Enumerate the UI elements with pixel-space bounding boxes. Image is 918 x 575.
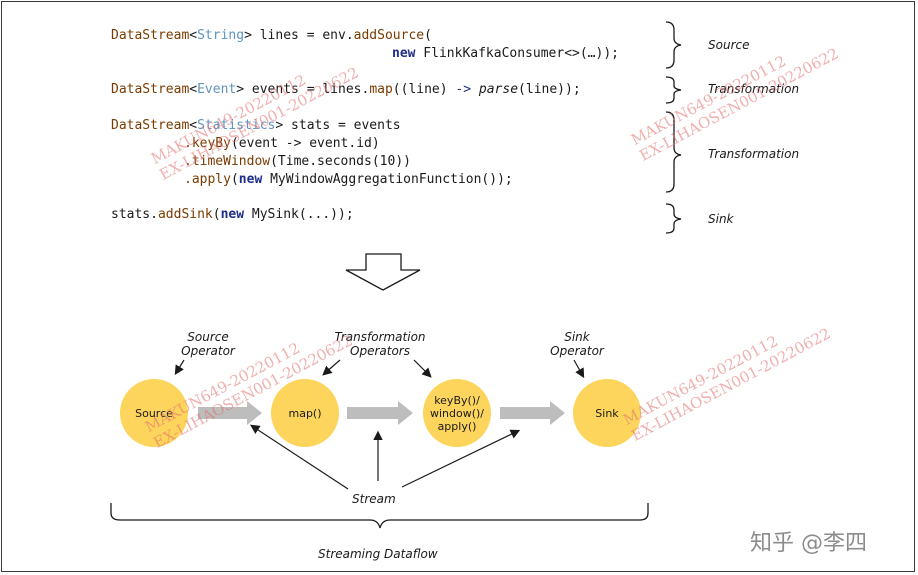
code-method: .keyBy — [184, 136, 231, 151]
code-method: addSource — [353, 28, 425, 43]
pointer-transformation-left — [322, 359, 341, 376]
brace-label-transformation-1: Transformation — [708, 82, 800, 96]
code-line-4: .keyBy(event -> event.id) — [184, 135, 380, 153]
brace-label-sink: Sink — [708, 212, 734, 226]
stream-arrow-right — [401, 429, 521, 488]
code-text: MySink(...)); — [244, 207, 354, 222]
code-method: .apply — [184, 172, 231, 187]
code-text: (event -> event.id) — [230, 136, 380, 151]
node-source: Source — [120, 379, 188, 447]
code-line-3: DataStream<Statistics> stats = events — [111, 118, 401, 133]
code-type: DataStream — [111, 118, 190, 133]
code-generic: String — [197, 28, 245, 43]
stream-arrow-left — [249, 424, 349, 490]
zhihu-credit: 知乎 @李四 — [750, 531, 867, 556]
code-line-1b: new FlinkKafkaConsumer<>(…)); — [392, 45, 619, 63]
label-source-operator: Source Operator — [181, 330, 235, 358]
node-map: map() — [271, 379, 339, 447]
pointer-sink — [573, 359, 585, 379]
code-text: (Time.seconds(10)) — [270, 154, 411, 169]
code-line-7: stats.addSink(new MySink(...)); — [111, 206, 354, 224]
code-text: ( — [212, 207, 221, 222]
code-text: (line)); — [518, 82, 581, 97]
brace-dataflow — [110, 503, 649, 529]
brace-source — [665, 21, 682, 69]
code-line-5: .timeWindow(Time.seconds(10)) — [184, 153, 411, 171]
brace-sink — [665, 203, 682, 234]
pointer-transformation-right — [413, 359, 432, 378]
code-text: FlinkKafkaConsumer<>(…)); — [415, 46, 619, 61]
code-text: MyWindowAggregationFunction()); — [262, 172, 513, 187]
label-sink-operator: Sink Operator — [550, 330, 604, 358]
code-text: ((line) — [392, 82, 456, 97]
code-generic: Statistics — [197, 118, 276, 133]
code-method: .timeWindow — [184, 154, 271, 169]
label-streaming-dataflow: Streaming Dataflow — [318, 547, 438, 561]
node-keyby-window-apply: keyBy()/ window()/ apply() — [423, 379, 491, 447]
code-method: map — [369, 82, 393, 97]
code-text: events = lines. — [244, 82, 370, 97]
hollow-down-arrow — [345, 253, 421, 291]
brace-transformation-2 — [665, 111, 682, 193]
code-text: ( — [424, 28, 432, 43]
code-italic: parse — [478, 82, 519, 97]
code-text: ( — [230, 172, 239, 187]
code-keyword: new — [220, 207, 245, 222]
code-text: stats = events — [283, 118, 401, 133]
pointer-source — [174, 359, 185, 376]
flow-arrow-1 — [198, 401, 262, 425]
code-generic: Event — [197, 82, 237, 97]
code-text: stats. — [111, 207, 158, 222]
flow-arrows — [198, 401, 565, 425]
brace-transformation-1 — [665, 76, 682, 104]
code-line-6: .apply(new MyWindowAggregationFunction()… — [184, 171, 513, 189]
node-sink: Sink — [573, 379, 641, 447]
label-stream: Stream — [352, 492, 396, 506]
code-line-1a: DataStream<String> lines = env.addSource… — [111, 28, 432, 43]
brace-label-transformation-2: Transformation — [708, 147, 800, 161]
brace-label-source: Source — [708, 38, 750, 52]
flow-arrow-3 — [500, 401, 565, 425]
code-keyword: new — [238, 172, 263, 187]
code-text: lines = env. — [251, 28, 354, 43]
code-type: DataStream — [111, 28, 190, 43]
code-line-2: DataStream<Event> events = lines.map((li… — [111, 82, 581, 97]
label-transformation-operators: Transformation Operators — [334, 330, 426, 358]
code-type: DataStream — [111, 82, 190, 97]
code-method: addSink — [157, 207, 213, 222]
flow-arrow-2 — [347, 401, 413, 425]
code-keyword: new — [392, 46, 416, 61]
code-operator: -> — [455, 82, 472, 97]
